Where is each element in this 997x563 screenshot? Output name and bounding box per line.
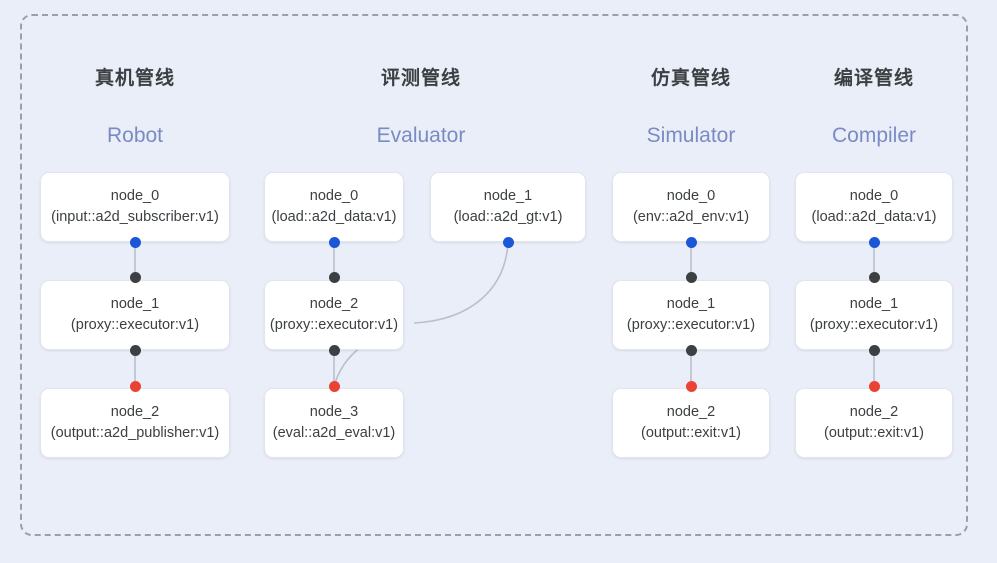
node-label-name: node_3 bbox=[309, 403, 359, 420]
port-input-robot-0[interactable] bbox=[129, 237, 141, 248]
node-label-type: (output::exit:v1) bbox=[641, 425, 741, 441]
node-label-type: (proxy::executor:v1) bbox=[626, 317, 756, 333]
node-label-type: (load::a2d_data:v1) bbox=[271, 209, 397, 225]
node-robot-2[interactable]: node_2 (output::a2d_publisher:v1) bbox=[40, 388, 230, 458]
node-simulator-1[interactable]: node_1 (proxy::executor:v1) bbox=[612, 280, 770, 350]
node-label-name: node_1 bbox=[110, 295, 160, 312]
node-label-name: node_1 bbox=[849, 295, 899, 312]
port-top-compiler-1[interactable] bbox=[868, 272, 880, 283]
node-label-name: node_2 bbox=[849, 403, 899, 420]
node-evaluator-3[interactable]: node_3 (eval::a2d_eval:v1) bbox=[264, 388, 404, 458]
node-compiler-1[interactable]: node_1 (proxy::executor:v1) bbox=[795, 280, 953, 350]
node-label-name: node_0 bbox=[849, 187, 899, 204]
node-label-type: (env::a2d_env:v1) bbox=[632, 209, 750, 225]
port-bottom-compiler-1[interactable] bbox=[868, 345, 880, 356]
column-title-en-compiler: Compiler bbox=[831, 124, 917, 147]
node-label-name: node_0 bbox=[309, 187, 359, 204]
port-bottom-simulator-1[interactable] bbox=[685, 345, 697, 356]
node-compiler-0[interactable]: node_0 (load::a2d_data:v1) bbox=[795, 172, 953, 242]
port-output-compiler-2[interactable] bbox=[868, 381, 880, 392]
port-output-robot-2[interactable] bbox=[129, 381, 141, 392]
node-simulator-0[interactable]: node_0 (env::a2d_env:v1) bbox=[612, 172, 770, 242]
node-label-name: node_0 bbox=[666, 187, 716, 204]
node-label-type: (proxy::executor:v1) bbox=[70, 317, 200, 333]
node-label-type: (eval::a2d_eval:v1) bbox=[272, 425, 396, 441]
port-output-simulator-2[interactable] bbox=[685, 381, 697, 392]
port-top-simulator-1[interactable] bbox=[685, 272, 697, 283]
node-label-name: node_0 bbox=[110, 187, 160, 204]
port-input-compiler-0[interactable] bbox=[868, 237, 880, 248]
port-top-robot-1[interactable] bbox=[129, 272, 141, 283]
node-label-name: node_2 bbox=[309, 295, 359, 312]
node-label-type: (output::exit:v1) bbox=[824, 425, 924, 441]
node-label-name: node_2 bbox=[110, 403, 160, 420]
port-output-evaluator-3[interactable] bbox=[328, 381, 340, 392]
node-label-name: node_1 bbox=[666, 295, 716, 312]
node-label-name: node_1 bbox=[483, 187, 533, 204]
column-title-en-simulator: Simulator bbox=[646, 124, 736, 147]
node-label-type: (input::a2d_subscriber:v1) bbox=[51, 209, 219, 225]
port-bottom-evaluator-2[interactable] bbox=[328, 345, 340, 356]
node-evaluator-0[interactable]: node_0 (load::a2d_data:v1) bbox=[264, 172, 404, 242]
column-title-cn-robot: 真机管线 bbox=[94, 68, 175, 89]
node-compiler-2[interactable]: node_2 (output::exit:v1) bbox=[795, 388, 953, 458]
node-label-type: (load::a2d_data:v1) bbox=[811, 209, 937, 225]
node-evaluator-2[interactable]: node_2 (proxy::executor:v1) bbox=[264, 280, 404, 350]
node-simulator-2[interactable]: node_2 (output::exit:v1) bbox=[612, 388, 770, 458]
node-label-type: (proxy::executor:v1) bbox=[809, 317, 939, 333]
port-input-simulator-0[interactable] bbox=[685, 237, 697, 248]
node-label-type: (proxy::executor:v1) bbox=[269, 317, 399, 333]
column-title-cn-evaluator: 评测管线 bbox=[380, 68, 461, 89]
node-label-name: node_2 bbox=[666, 403, 716, 420]
node-robot-1[interactable]: node_1 (proxy::executor:v1) bbox=[40, 280, 230, 350]
node-label-type: (load::a2d_gt:v1) bbox=[453, 209, 563, 225]
node-label-type: (output::a2d_publisher:v1) bbox=[50, 425, 220, 441]
column-title-en-evaluator: Evaluator bbox=[376, 124, 466, 147]
port-input-evaluator-0[interactable] bbox=[328, 237, 340, 248]
column-title-en-robot: Robot bbox=[106, 124, 164, 147]
node-robot-0[interactable]: node_0 (input::a2d_subscriber:v1) bbox=[40, 172, 230, 242]
column-title-cn-compiler: 编译管线 bbox=[833, 68, 914, 89]
port-top-evaluator-2[interactable] bbox=[328, 272, 340, 283]
port-input-evaluator-gt[interactable] bbox=[502, 237, 514, 248]
port-bottom-robot-1[interactable] bbox=[129, 345, 141, 356]
edge-gt-to-executor bbox=[413, 242, 509, 324]
column-title-cn-simulator: 仿真管线 bbox=[650, 68, 731, 89]
node-evaluator-gt[interactable]: node_1 (load::a2d_gt:v1) bbox=[430, 172, 586, 242]
